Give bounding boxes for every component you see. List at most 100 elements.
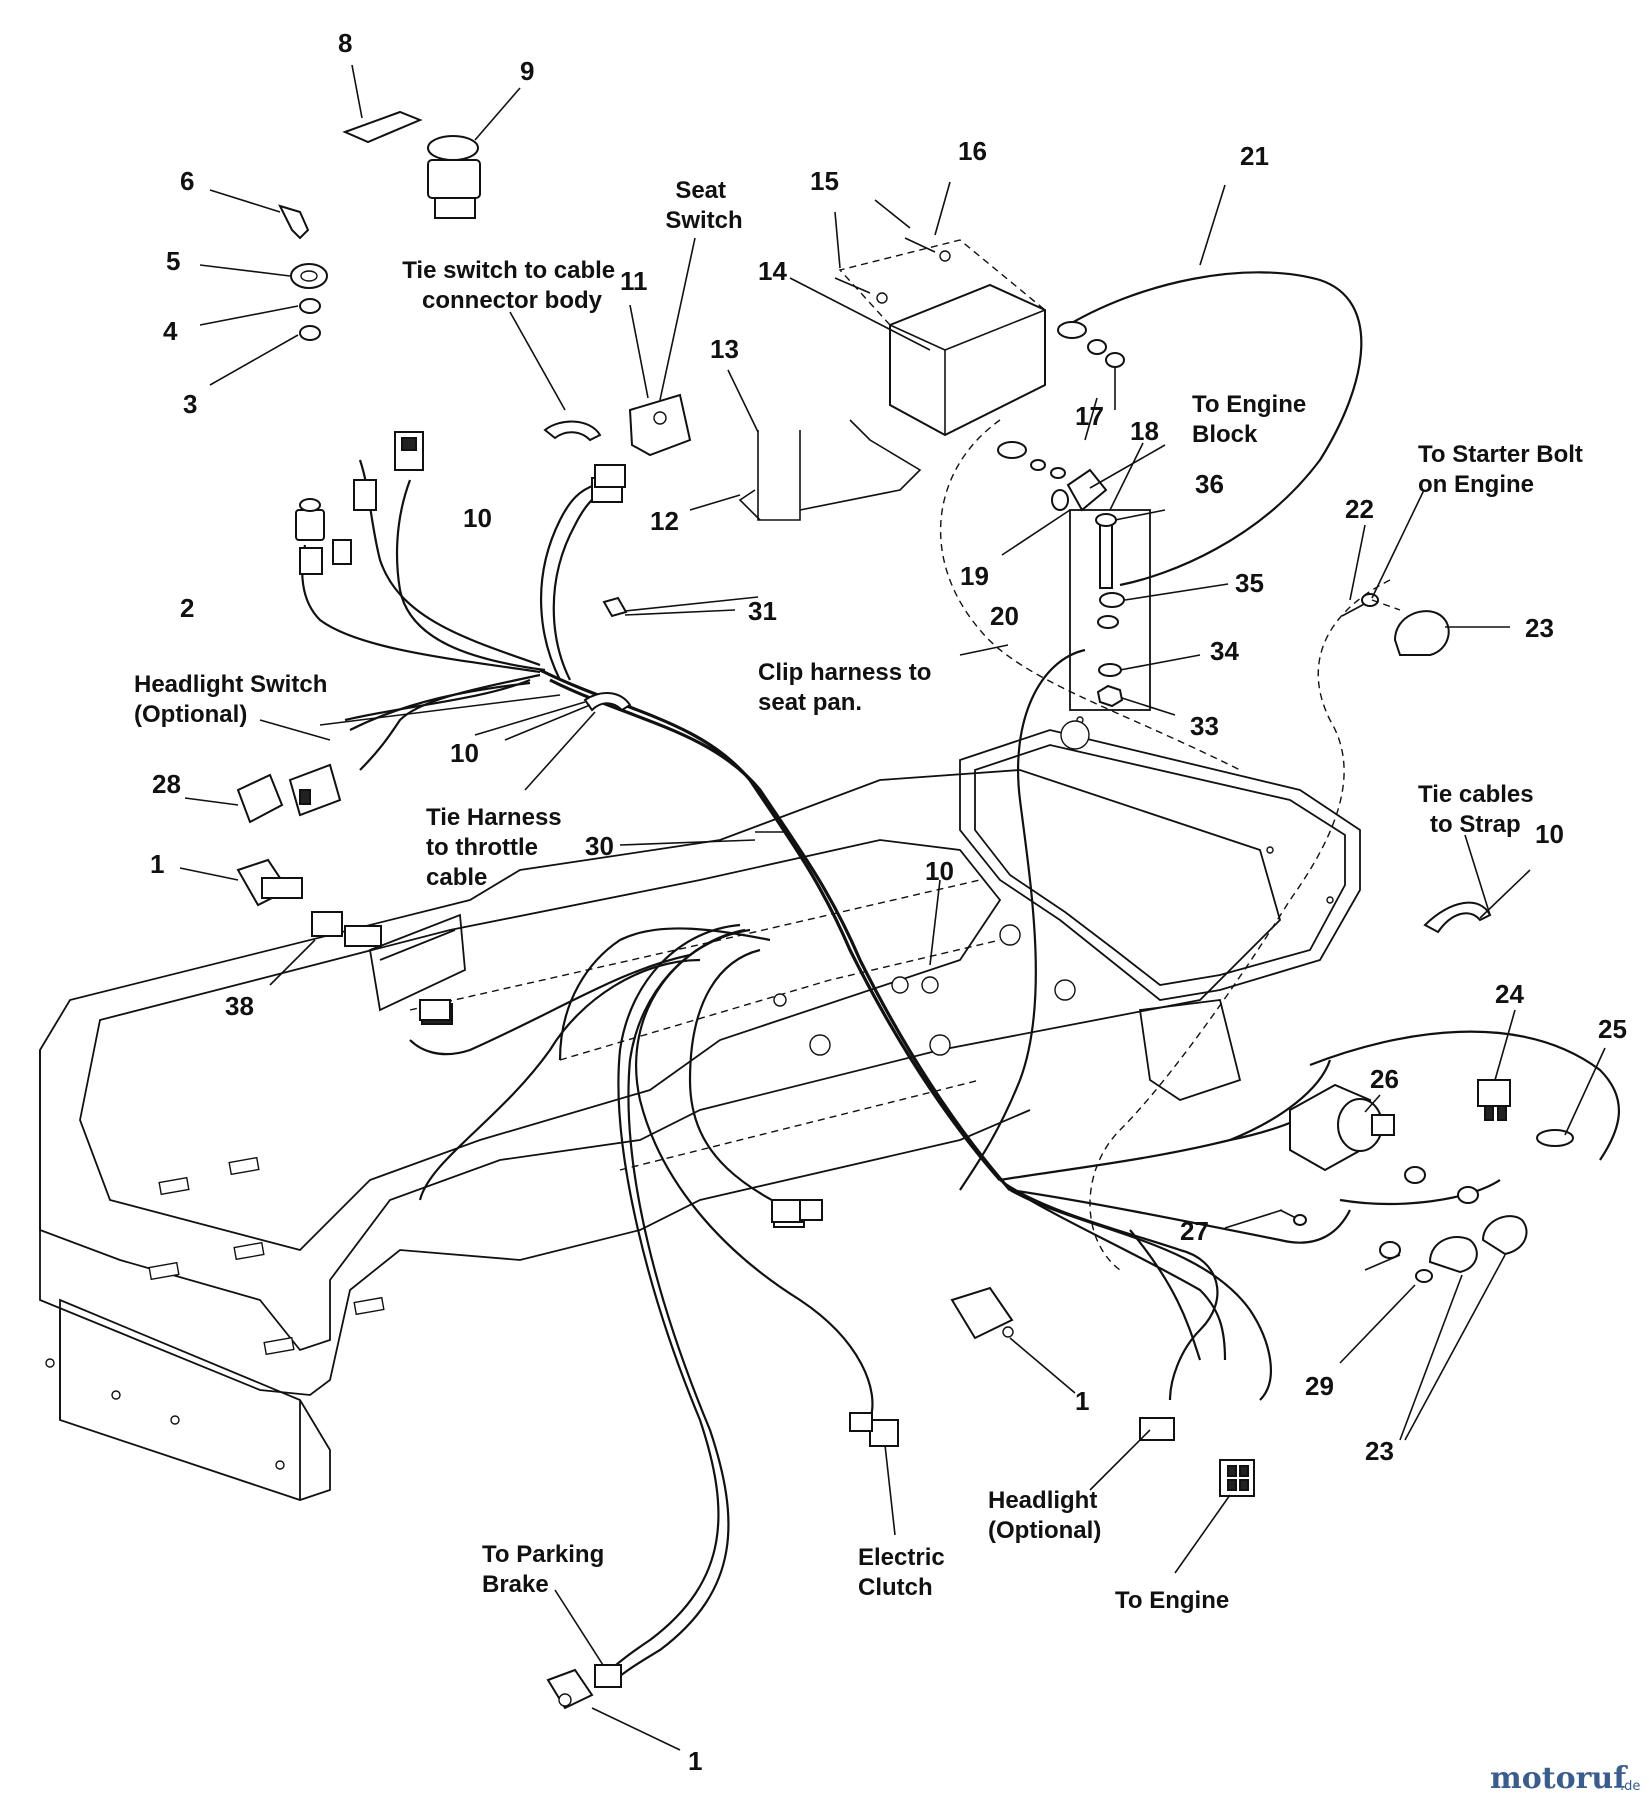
- tie-strap-part-10: [543, 420, 602, 442]
- harness-wires: [301, 271, 1621, 1686]
- label-tie-switch: Tie switch to cable connector body: [402, 257, 622, 314]
- breaker-part-24: [1477, 1079, 1511, 1107]
- callout-33: 33: [1190, 711, 1219, 741]
- text-labels: Seat Switch Tie switch to cable connecto…: [134, 177, 1590, 1614]
- connector-part-38: [311, 911, 343, 937]
- callout-3: 3: [183, 389, 197, 419]
- callout-25: 25: [1598, 1014, 1627, 1044]
- callout-31: 31: [748, 596, 777, 626]
- boot-part-23: [1481, 1215, 1528, 1256]
- boot-part-23: [1393, 610, 1450, 656]
- bolt-part-36: [1099, 517, 1113, 589]
- washer-part-35: [1099, 592, 1125, 608]
- callout-15: 15: [810, 166, 839, 196]
- callout-28: 28: [152, 769, 181, 799]
- callout-23b: 23: [1365, 1436, 1394, 1466]
- nut-part-17: [1087, 339, 1107, 355]
- callout-21: 21: [1240, 141, 1269, 171]
- callout-4: 4: [163, 316, 178, 346]
- callout-35: 35: [1235, 568, 1264, 598]
- label-headlight-switch: Headlight Switch (Optional): [134, 671, 334, 728]
- callout-1a: 1: [150, 849, 164, 879]
- callout-38: 38: [225, 991, 254, 1021]
- callout-13: 13: [710, 334, 739, 364]
- nut-part-18: [1105, 352, 1125, 368]
- label-to-engine: To Engine: [1115, 1587, 1229, 1614]
- svg-text:motoruf: motoruf: [1490, 1761, 1628, 1796]
- seat-switch-part-11: [628, 393, 692, 457]
- callout-26: 26: [1370, 1064, 1399, 1094]
- callout-24: 24: [1495, 979, 1524, 1009]
- label-to-parking-brake: To Parking Brake: [482, 1541, 611, 1598]
- boot-part-19: [1066, 468, 1108, 512]
- frame: [39, 716, 1361, 1501]
- callout-5: 5: [166, 246, 180, 276]
- washer-part-3: [299, 325, 321, 341]
- connector: [594, 1664, 622, 1688]
- svg-text:.de: .de: [1620, 1779, 1640, 1794]
- callout-22: 22: [1345, 494, 1374, 524]
- connector: [849, 1412, 873, 1432]
- bolt-part-16: [904, 237, 936, 253]
- callout-numbers: 8 9 6 5 4 3 11 13 12 15 16 14 21 17 18 1…: [150, 28, 1627, 1776]
- label-headlight: Headlight (Optional): [988, 1487, 1104, 1544]
- callout-11: 11: [620, 266, 648, 296]
- interlock-switch-part-1: [950, 1286, 1014, 1340]
- label-to-engine-block: To Engine Block: [1192, 391, 1313, 448]
- label-clip-harness: Clip harness to seat pan.: [758, 659, 938, 716]
- ignition-switch-part-2: [295, 509, 325, 541]
- connector: [594, 464, 626, 488]
- callout-14: 14: [758, 256, 787, 286]
- callout-1c: 1: [688, 1746, 702, 1776]
- label-tie-harness: Tie Harness to throttle cable: [426, 804, 568, 891]
- nut-part-4: [299, 298, 321, 314]
- key-part-6: [278, 204, 310, 240]
- leader-lines: [179, 64, 1606, 1751]
- battery-part-14: [889, 283, 1046, 437]
- label-to-starter-bolt: To Starter Bolt on Engine: [1418, 441, 1590, 498]
- callout-23a: 23: [1525, 613, 1554, 643]
- callout-10c: 10: [925, 856, 954, 886]
- nut-part-33: [1096, 684, 1124, 708]
- callout-1b: 1: [1075, 1386, 1089, 1416]
- callout-9: 9: [520, 56, 534, 86]
- connector: [353, 479, 377, 511]
- lockwasher-part-34: [1098, 663, 1122, 677]
- clip-part-31: [602, 596, 628, 618]
- headlight-switch-part-28: [236, 773, 284, 824]
- callout-30: 30: [585, 831, 614, 861]
- label-seat-switch: Seat Switch: [665, 177, 742, 234]
- parts: [236, 110, 1574, 1710]
- callout-8: 8: [338, 28, 352, 58]
- callout-16: 16: [958, 136, 987, 166]
- motoruf-watermark: motoruf .de: [1490, 1761, 1640, 1796]
- callout-27: 27: [1180, 1216, 1209, 1246]
- callout-19: 19: [960, 561, 989, 591]
- callout-29: 29: [1305, 1371, 1334, 1401]
- callout-36: 36: [1195, 469, 1224, 499]
- cover-part-8: [342, 110, 423, 144]
- callout-34: 34: [1210, 636, 1239, 666]
- label-tie-cables: Tie cables to Strap: [1418, 781, 1540, 838]
- callout-17: 17: [1075, 401, 1104, 431]
- callout-12: 12: [650, 506, 679, 536]
- callout-20: 20: [990, 601, 1019, 631]
- pto-switch-part-9: [427, 159, 481, 199]
- fuse-holder-part-25: [1536, 1129, 1574, 1147]
- label-electric-clutch: Electric Clutch: [858, 1544, 951, 1601]
- connector: [1139, 1417, 1175, 1441]
- callout-6: 6: [180, 166, 194, 196]
- callout-10a: 10: [463, 503, 492, 533]
- callout-18: 18: [1130, 416, 1159, 446]
- tie-strap-part-10: [583, 692, 632, 712]
- connector: [771, 1199, 803, 1223]
- callout-2: 2: [180, 593, 194, 623]
- bolt-part-15: [834, 277, 871, 294]
- callout-10b: 10: [450, 738, 479, 768]
- connector: [299, 547, 323, 575]
- callout-10d: 10: [1535, 819, 1564, 849]
- connector: [799, 1199, 823, 1221]
- boot-part-23: [1428, 1236, 1478, 1274]
- connector: [332, 539, 352, 565]
